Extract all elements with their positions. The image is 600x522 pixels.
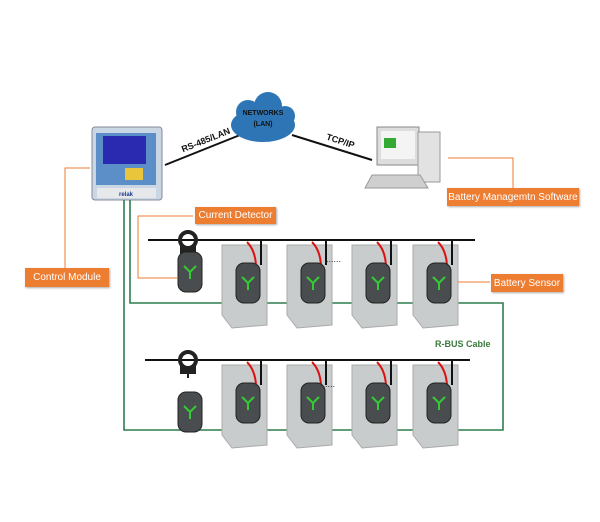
bms-software-label: Battery Managemtn Software xyxy=(447,188,579,206)
network-line1: NETWORKS xyxy=(242,110,284,117)
battery-sensor-icon xyxy=(235,382,261,424)
control-module-device: relak xyxy=(91,126,163,201)
battery-sensor-icon xyxy=(426,382,452,424)
control-module-label: Control Module xyxy=(25,268,109,287)
computer-icon xyxy=(364,126,441,189)
battery-sensor-label: Battery Sensor xyxy=(491,274,563,292)
battery-sensor-icon xyxy=(426,262,452,304)
device-logo: relak xyxy=(119,192,134,198)
battery-sensor-icon xyxy=(365,262,391,304)
current-sensor-module xyxy=(177,391,203,433)
battery-sensor-icon xyxy=(300,262,326,304)
ellipsis-top: ...... xyxy=(326,254,341,264)
battery-sensor-icon xyxy=(300,382,326,424)
current-detector-label: Current Detector xyxy=(195,207,276,224)
network-cloud-icon xyxy=(231,92,295,142)
current-sensor-module xyxy=(177,251,203,293)
rs485-link xyxy=(164,134,241,166)
ellipsis-bottom: ...... xyxy=(320,379,335,389)
network-line2: (LAN) xyxy=(253,121,273,128)
battery-sensor-icon xyxy=(235,262,261,304)
network-label: NETWORKS (LAN) xyxy=(238,108,288,130)
rbus-label: R-BUS Cable xyxy=(435,339,491,349)
tcpip-link xyxy=(291,134,373,161)
battery-sensor-icon xyxy=(365,382,391,424)
callout-pointers xyxy=(64,157,514,283)
current-detector-icon xyxy=(178,350,198,378)
